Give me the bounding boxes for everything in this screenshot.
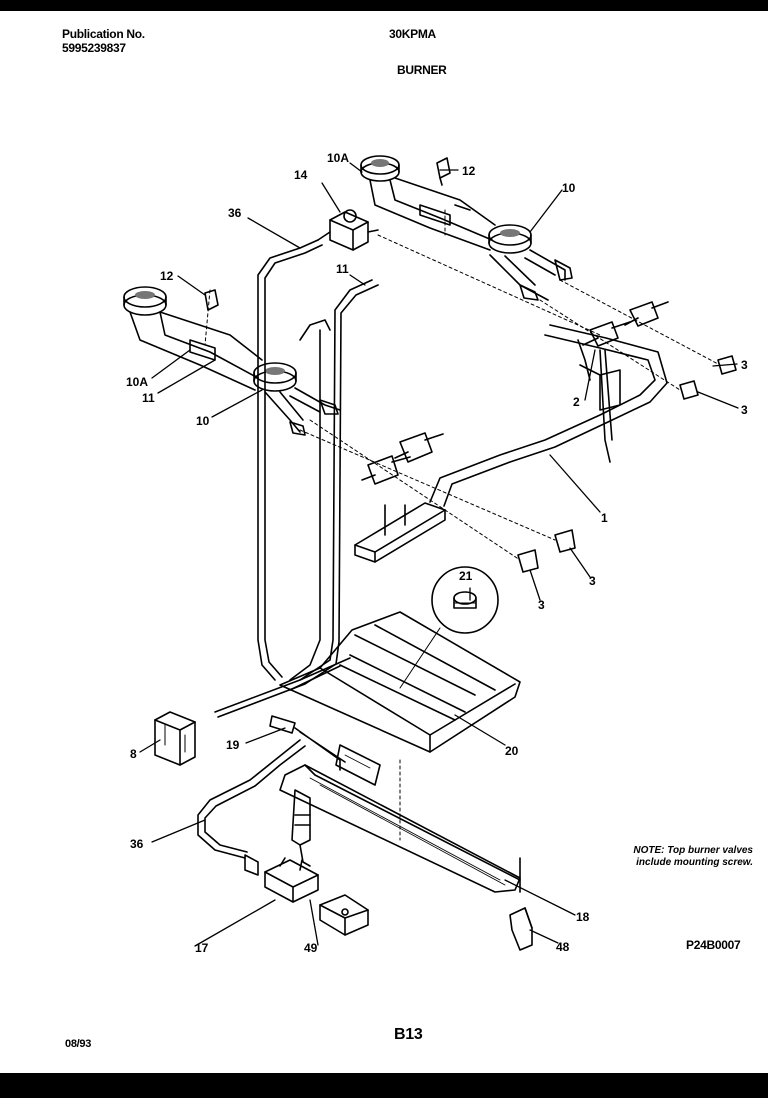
callout-12-left: 12 — [160, 269, 174, 283]
page-number: B13 — [394, 1026, 423, 1043]
flex-tube-36-lower — [197, 739, 306, 859]
callout-2: 2 — [573, 395, 580, 409]
callout-10a-top: 10A — [327, 151, 349, 165]
front-valves — [361, 432, 444, 485]
broiler-burner — [279, 764, 521, 893]
callout-leaders — [139, 162, 739, 947]
callout-3-b: 3 — [741, 403, 748, 417]
rear-support-bracket — [579, 364, 621, 411]
bottom-border-bar — [0, 1073, 768, 1098]
rear-valves — [577, 301, 669, 463]
callout-3-a: 3 — [741, 358, 748, 372]
safety-valve — [244, 854, 319, 903]
broiler-shield — [279, 611, 521, 753]
callout-8: 8 — [130, 747, 137, 761]
section-title: BURNER — [397, 63, 447, 77]
callout-3-c: 3 — [589, 574, 596, 588]
note-line-1: NOTE: Top burner valves — [633, 845, 753, 856]
manifold-pipe — [429, 324, 668, 507]
flex-tube-36-upper — [257, 239, 323, 681]
broiler-ignitor — [269, 715, 381, 786]
pressure-regulator — [317, 209, 379, 251]
mounting-bracket-48 — [509, 907, 533, 951]
callout-36-upper: 36 — [228, 206, 242, 220]
callout-12-top: 12 — [462, 164, 476, 178]
publication-label: Publication No. — [62, 27, 145, 41]
mounting-bracket-49 — [319, 894, 369, 936]
orifice-detail-circle — [399, 566, 499, 689]
note-text: NOTE: Top burner valves include mounting… — [608, 845, 753, 869]
callout-11-mid: 11 — [336, 262, 349, 276]
callout-14: 14 — [294, 168, 308, 182]
left-burner-assembly — [123, 286, 341, 436]
note-line-2: include mounting screw. — [636, 857, 753, 868]
callout-10a-left: 10A — [126, 375, 148, 389]
callout-18: 18 — [576, 910, 590, 924]
broiler-orifice — [291, 789, 311, 867]
callout-11-left: 11 — [142, 391, 155, 405]
valve-bracket-front — [354, 502, 446, 563]
callout-48: 48 — [556, 940, 570, 954]
callout-49: 49 — [304, 941, 318, 955]
callout-21: 21 — [459, 569, 473, 583]
publication-number: 5995239837 — [62, 41, 126, 55]
callout-3-d: 3 — [538, 598, 545, 612]
wire-harness — [289, 329, 321, 681]
assembly-centerlines — [204, 209, 721, 841]
ignitor-clip-top — [436, 157, 451, 186]
relay-part-8 — [154, 711, 196, 766]
right-burner-assembly — [360, 155, 573, 301]
top-border-bar — [0, 0, 768, 11]
ignitor-tube-11 — [214, 279, 379, 718]
callout-10-left: 10 — [196, 414, 210, 428]
callout-1: 1 — [601, 511, 608, 525]
ignitor-clip-left — [204, 289, 219, 311]
footer-date: 08/93 — [65, 1038, 92, 1050]
figure-code: P24B0007 — [686, 938, 741, 952]
callout-36-lower: 36 — [130, 837, 144, 851]
callout-20: 20 — [505, 744, 519, 758]
model-number: 30KPMA — [389, 27, 436, 41]
valve-knob-3-front — [517, 529, 576, 573]
valve-knob-3-right — [679, 355, 737, 400]
callout-19: 19 — [226, 738, 240, 752]
callout-17: 17 — [195, 941, 209, 955]
callout-10-top: 10 — [562, 181, 576, 195]
